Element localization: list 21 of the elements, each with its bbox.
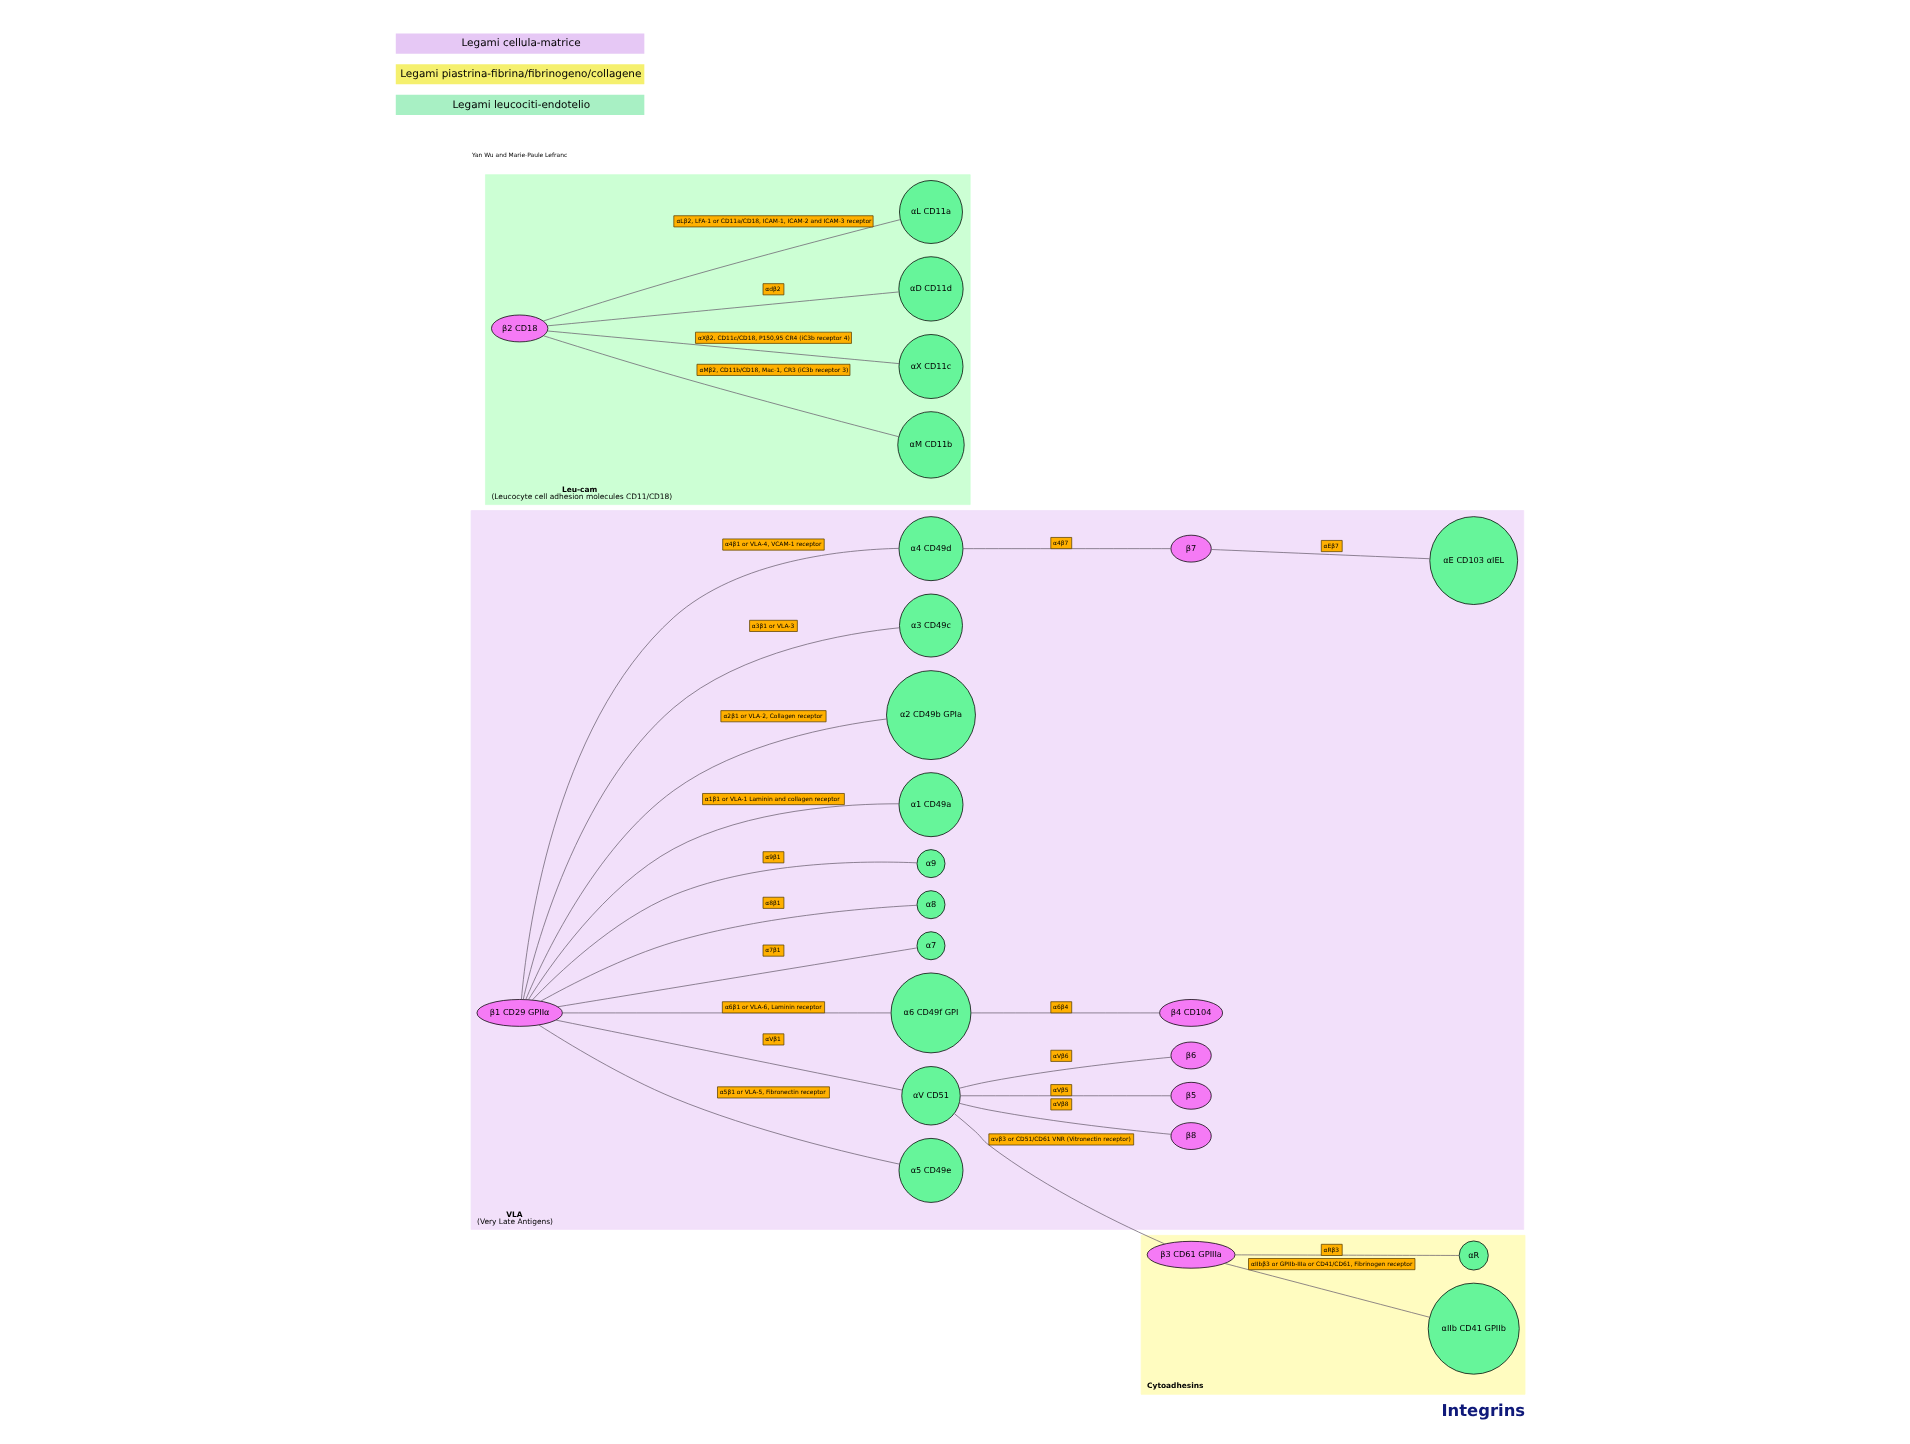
connector [960,1095,1172,1097]
connector [1211,549,1430,560]
connector [538,1024,901,1165]
connector [521,548,900,1000]
connector [543,335,900,438]
connector [1224,1263,1431,1318]
connector [555,1019,903,1091]
connector [547,291,899,327]
connector [958,1102,1172,1135]
connector [531,861,918,1001]
connector [962,548,1172,549]
connector [970,1012,1160,1014]
connector [1234,1254,1460,1256]
connector [540,904,918,1002]
connector [953,1113,1166,1245]
connector [543,219,901,322]
connector [525,718,888,1000]
connector [958,1056,1172,1089]
connector [522,627,900,1000]
diagram-title: Integrins [1441,1399,1526,1420]
connector [528,803,900,1000]
